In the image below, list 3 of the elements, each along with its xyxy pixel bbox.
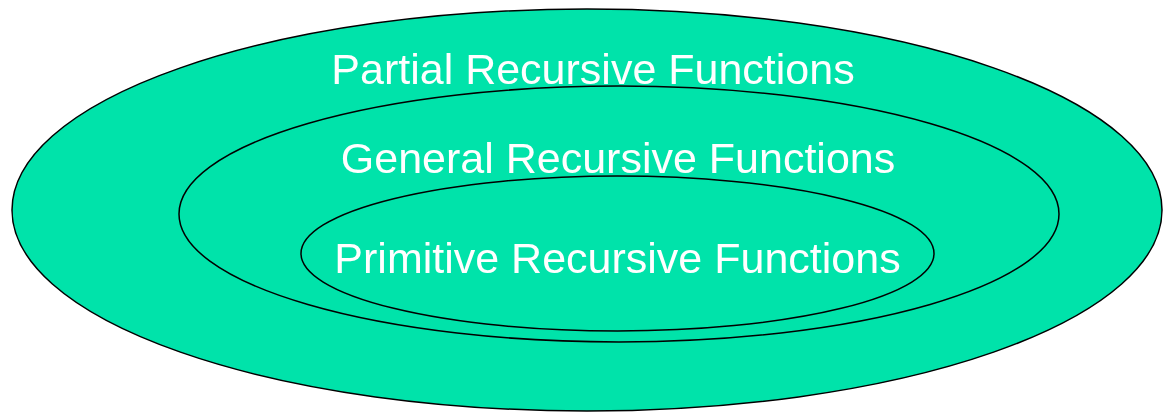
set-label: Primitive Recursive Functions bbox=[334, 233, 901, 283]
set-label: Partial Recursive Functions bbox=[331, 44, 855, 94]
set-label: General Recursive Functions bbox=[340, 133, 896, 183]
